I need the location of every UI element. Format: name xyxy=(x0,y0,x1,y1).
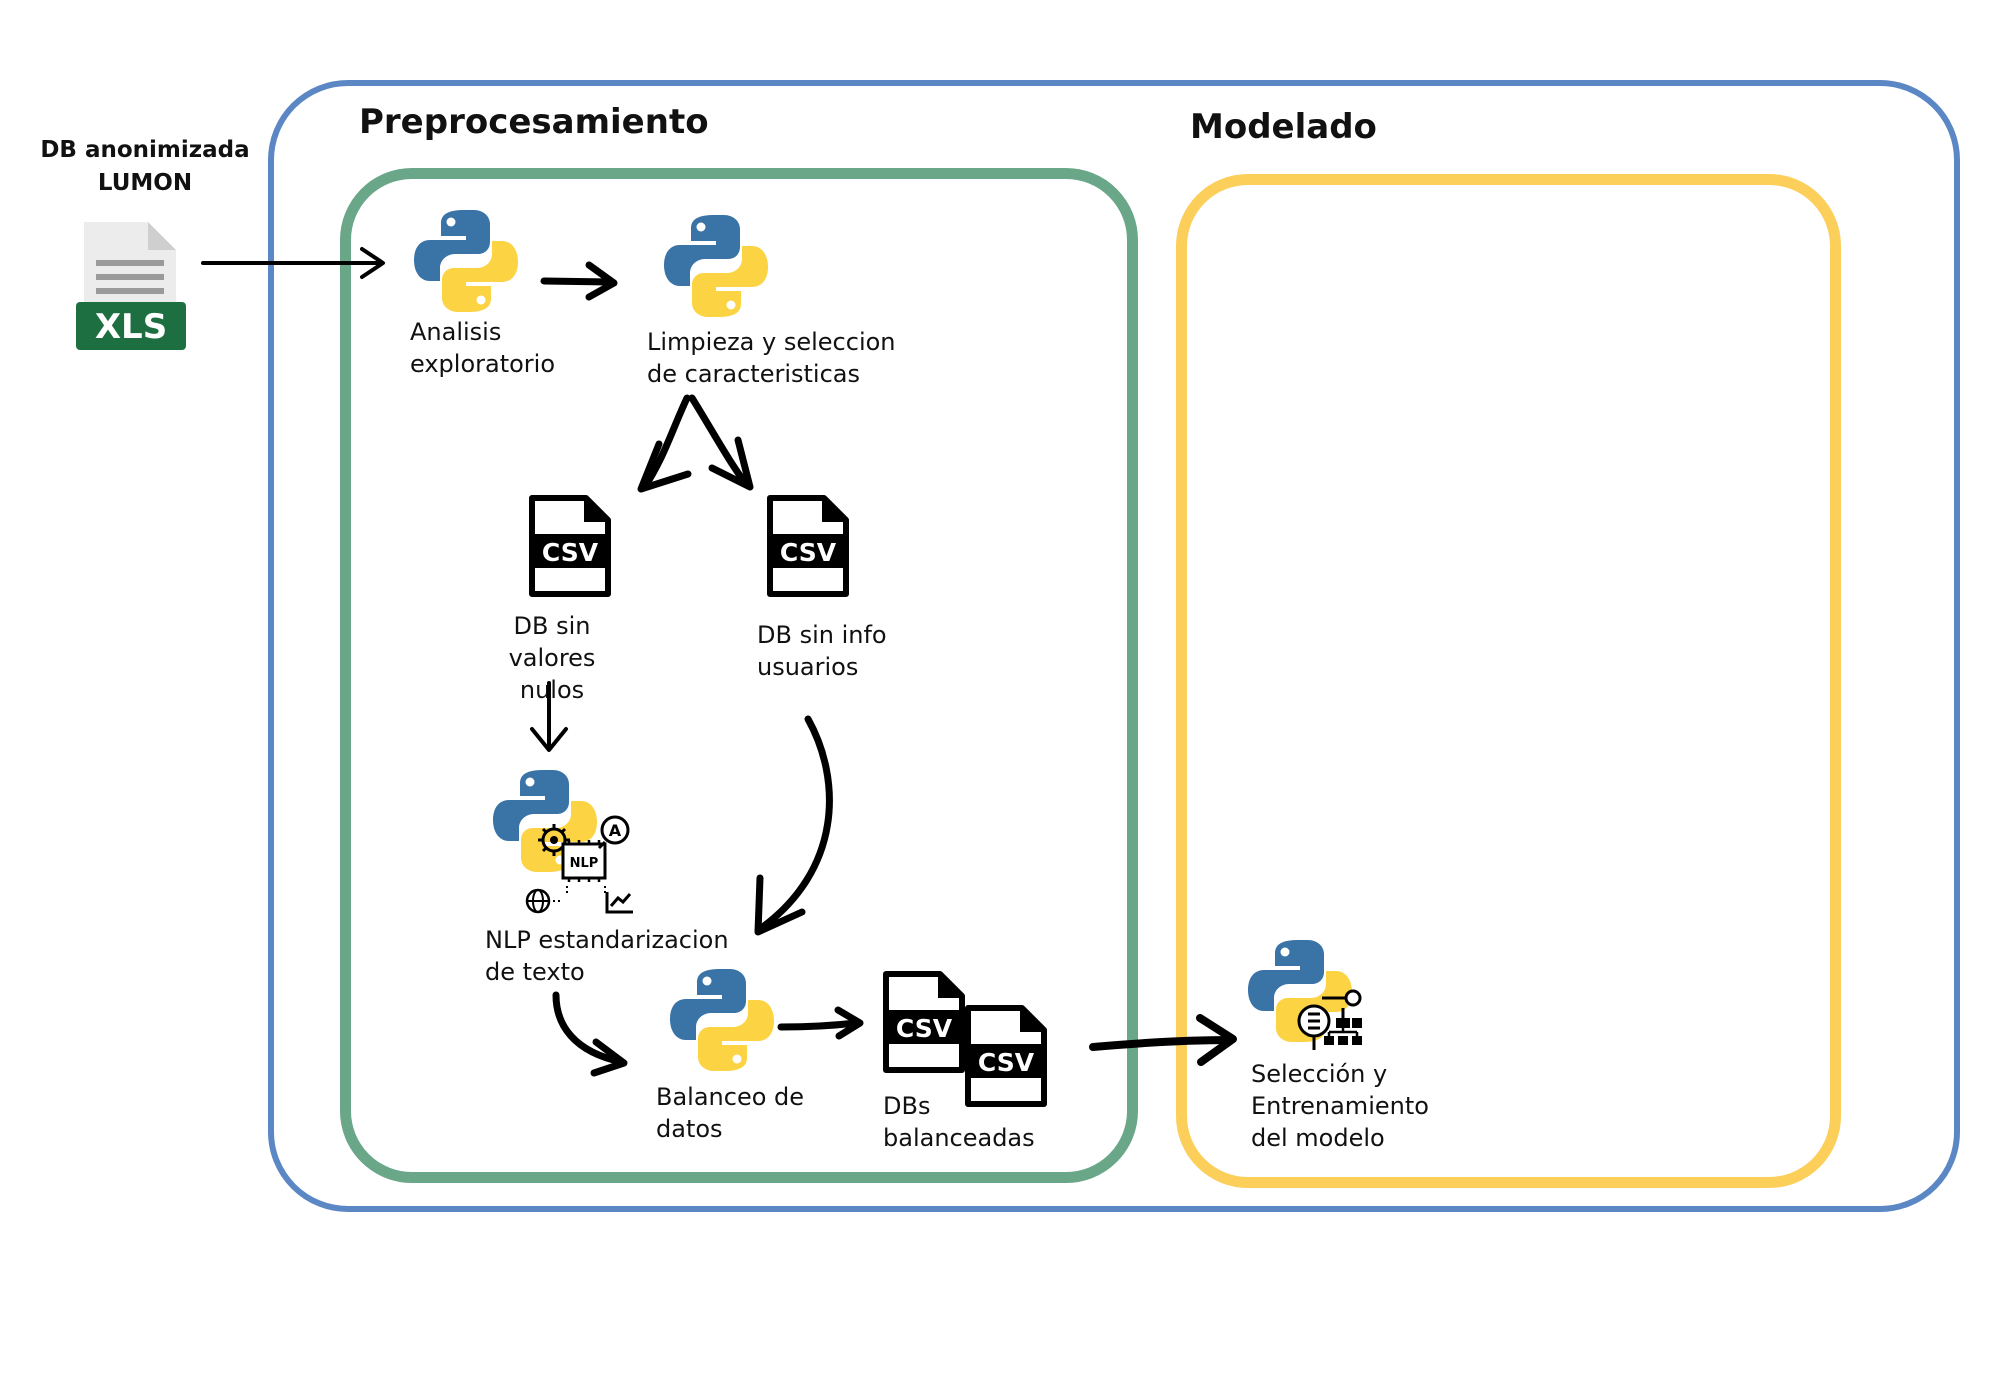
model-training-icon xyxy=(1248,938,1378,1058)
nlp-label: NLP estandarizacion de texto xyxy=(485,926,729,986)
exploratory-label: Analisis exploratorio xyxy=(410,318,556,378)
arrow-cleaning-to-db-no-user-info xyxy=(688,394,754,491)
pipeline-container xyxy=(268,80,1960,1212)
csv-file-icon: CSV xyxy=(882,970,966,1079)
nlp-badge: NLP xyxy=(570,856,599,871)
modeling-group xyxy=(1176,174,1841,1188)
balanced-dbs-label: DBs balanceadas xyxy=(883,1092,1035,1152)
csv-badge: CSV xyxy=(780,538,837,567)
arrow-db-no-user-info-to-balancing xyxy=(754,715,833,936)
csv-badge: CSV xyxy=(978,1048,1035,1077)
training-label: Selección y Entrenamiento del modelo xyxy=(1251,1060,1429,1152)
arrow-balancing-to-balanced-dbs xyxy=(777,1006,864,1040)
cleaning-label: Limpieza y seleccion de caracteristicas xyxy=(647,328,896,388)
source-label: DB anonimizada LUMON xyxy=(40,137,250,196)
csv-file-icon: CSV xyxy=(528,494,612,603)
arrow-preprocessing-to-modeling xyxy=(1089,1014,1237,1066)
xls-file-icon: XLS xyxy=(76,222,186,352)
arrow-nlp-to-balancing xyxy=(552,991,628,1077)
csv-file-icon: CSV xyxy=(766,494,850,603)
balancing-label: Balanceo de datos xyxy=(656,1083,805,1143)
arrow-source-to-exploratory xyxy=(201,247,385,279)
nlp-icon: NLP A xyxy=(493,768,643,918)
preprocessing-group xyxy=(340,168,1138,1183)
xls-badge: XLS xyxy=(95,307,167,347)
arrow-exploratory-to-cleaning xyxy=(540,261,618,301)
csv-badge: CSV xyxy=(542,538,599,567)
arrow-cleaning-to-db-no-nulls xyxy=(637,394,692,493)
csv-badge: CSV xyxy=(896,1014,953,1043)
preprocessing-title: Preprocesamiento xyxy=(359,102,709,142)
db-no-nulls-label: DB sin valores nulos xyxy=(508,612,596,704)
db-no-user-info-label: DB sin info usuarios xyxy=(757,621,887,681)
csv-file-icon: CSV xyxy=(964,1004,1048,1113)
arrow-db-no-nulls-to-nlp xyxy=(530,681,568,752)
svg-text:A: A xyxy=(609,821,622,840)
modeling-title: Modelado xyxy=(1190,107,1377,147)
